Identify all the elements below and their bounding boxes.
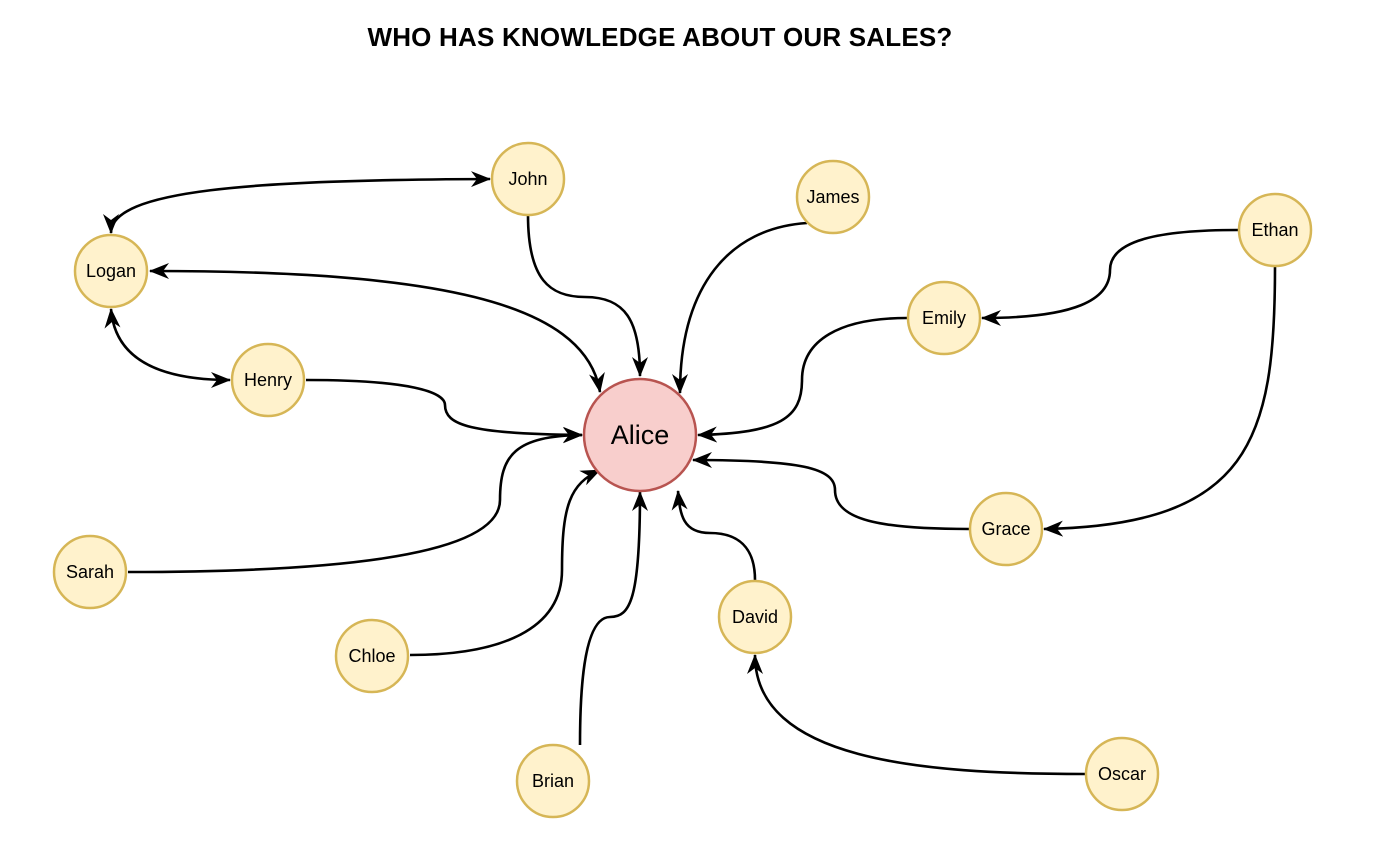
node-circle-logan: [73, 233, 149, 309]
connector-brian-alice: [578, 491, 648, 746]
node-henry: Henry: [230, 342, 306, 418]
node-label-grace: Grace: [981, 519, 1030, 539]
node-circle-chloe: [334, 618, 410, 694]
node-circle-emily: [906, 280, 982, 356]
node-circle-grace: [968, 491, 1044, 567]
node-label-henry: Henry: [244, 370, 292, 390]
node-grace: Grace: [968, 491, 1044, 567]
node-circle-brian: [515, 743, 591, 819]
node-james: James: [795, 159, 871, 235]
connector-chloe-alice: [409, 468, 601, 657]
node-circle-oscar: [1084, 736, 1160, 812]
node-label-john: John: [508, 169, 547, 189]
node-david: David: [717, 579, 793, 655]
node-label-david: David: [732, 607, 778, 627]
connector-logan-alice: [149, 263, 605, 393]
connector-james-alice: [672, 221, 808, 394]
node-label-oscar: Oscar: [1098, 764, 1146, 784]
connector-oscar-david: [747, 654, 1086, 776]
connector-john-alice: [526, 214, 648, 377]
node-label-james: James: [806, 187, 859, 207]
node-brian: Brian: [515, 743, 591, 819]
connector-david-alice: [671, 490, 757, 581]
node-label-logan: Logan: [86, 261, 136, 281]
node-circle-henry: [230, 342, 306, 418]
node-label-brian: Brian: [532, 771, 574, 791]
node-circle-sarah: [52, 534, 128, 610]
node-circle-alice: [582, 377, 698, 493]
connector-emily-alice: [697, 316, 908, 443]
node-sarah: Sarah: [52, 534, 128, 610]
edges-layer: [103, 171, 1277, 776]
node-label-ethan: Ethan: [1251, 220, 1298, 240]
node-chloe: Chloe: [334, 618, 410, 694]
connector-ethan-emily: [981, 228, 1239, 326]
connector-sarah-alice: [127, 427, 583, 574]
node-circle-james: [795, 159, 871, 235]
node-emily: Emily: [906, 280, 982, 356]
node-oscar: Oscar: [1084, 736, 1160, 812]
connector-logan-john: [103, 171, 491, 234]
nodes-layer: JohnJamesEthanLoganEmilyHenryGraceSarahD…: [52, 141, 1313, 819]
node-label-emily: Emily: [922, 308, 966, 328]
node-circle-david: [717, 579, 793, 655]
node-label-sarah: Sarah: [66, 562, 114, 582]
connector-ethan-grace: [1043, 266, 1277, 537]
diagram-title: WHO HAS KNOWLEDGE ABOUT OUR SALES?: [367, 22, 953, 52]
node-alice: Alice: [582, 377, 698, 493]
connector-henry-alice: [305, 378, 583, 443]
node-label-chloe: Chloe: [348, 646, 395, 666]
node-ethan: Ethan: [1237, 192, 1313, 268]
node-john: John: [490, 141, 566, 217]
connector-grace-alice: [692, 452, 970, 531]
node-circle-john: [490, 141, 566, 217]
node-circle-ethan: [1237, 192, 1313, 268]
node-label-alice: Alice: [611, 420, 670, 450]
node-logan: Logan: [73, 233, 149, 309]
connector-logan-henry: [104, 308, 231, 388]
